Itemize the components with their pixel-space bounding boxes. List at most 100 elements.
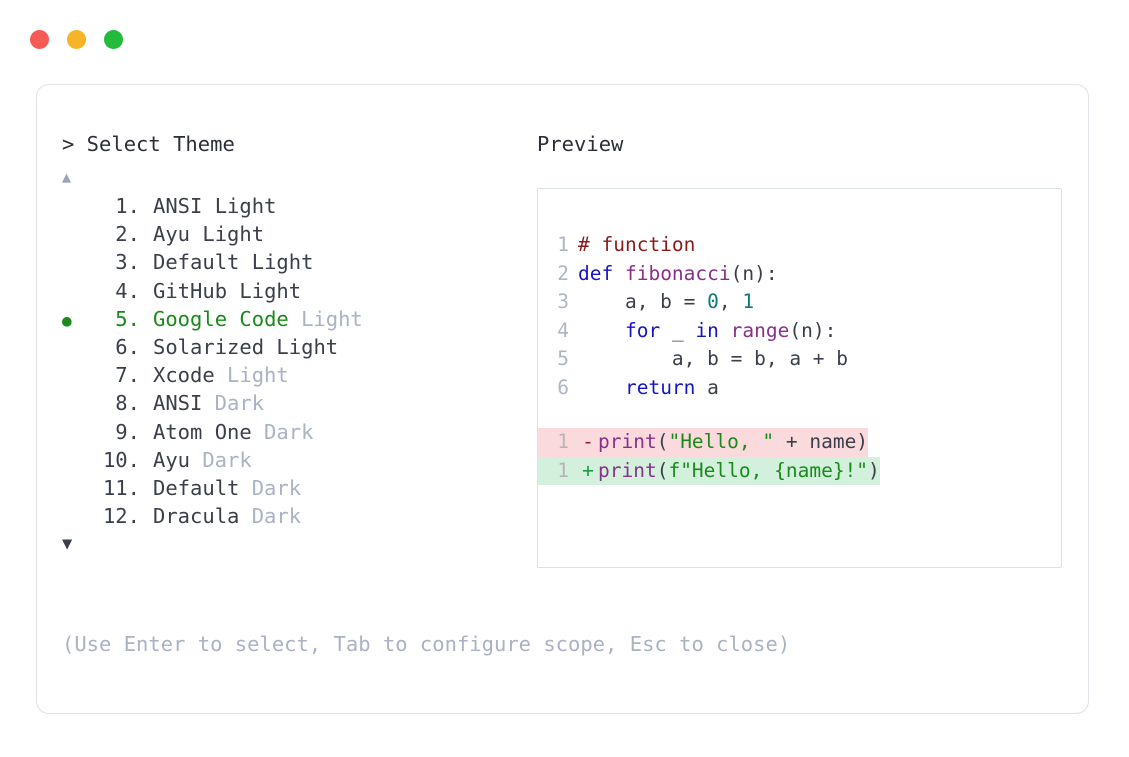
code-line: 1 # function [538,231,1061,260]
theme-list-item[interactable]: 11. Default Dark [62,474,532,502]
code-token [719,319,731,342]
theme-variant-badge: Light [301,306,363,331]
code-token: return [624,375,696,399]
diff-minus-marker: - [582,430,594,453]
code-token: a [695,375,719,399]
theme-list-item[interactable]: 3.Default Light [62,248,532,276]
scroll-up-icon[interactable]: ▲ [62,168,72,186]
line-number: 1 [557,233,569,256]
theme-variant-badge: Light [227,363,289,388]
code-line-text: # function [578,231,695,260]
code-line-text: a, b = b, a + b [578,345,848,374]
theme-name: Solarized Light [153,334,339,359]
diff-line-text: print(f"Hello, {name}!") [598,457,880,486]
theme-index: 11. [102,475,140,500]
code-token: + name) [774,430,869,453]
theme-name: Dracula [153,504,240,529]
line-number: 6 [557,375,569,399]
line-number: 3 [557,290,569,313]
diff-block: 1-print("Hello, " + name)1+print(f"Hello… [538,428,1061,485]
theme-index: 12. [102,504,140,529]
code-token: 0 [707,290,719,313]
theme-variant-badge: Dark [202,447,252,472]
theme-list-item[interactable]: 2. Ayu Light [62,220,532,248]
theme-index: 3. [102,250,140,275]
theme-name: Xcode [153,363,215,388]
diff-added-line: 1 +print(f"Hello, {name}!") [538,456,880,486]
code-token: "Hello, " [668,430,775,453]
selected-bullet-icon: ● [62,310,72,330]
theme-variant-badge: Dark [251,475,302,500]
theme-variant-badge: Dark [214,391,265,416]
diff-removed-line: 1-print("Hello, " + name) [538,428,869,457]
code-token: ) [868,458,880,482]
line-number: 1 [557,458,569,482]
code-token: a, b = b, a + b [578,347,849,370]
code-token: for [624,318,661,342]
code-token: print [598,430,657,453]
theme-name: Ayu Light [153,222,265,247]
theme-index: 4. [102,278,140,303]
code-token: ( [656,430,669,453]
code-line: 4 for _ in range(n): [538,317,1061,346]
code-token: range [730,318,790,342]
theme-name: GitHub Light [153,278,302,303]
theme-name: Atom One [153,419,252,444]
line-number: 2 [557,261,569,285]
theme-list-item[interactable]: 6.Solarized Light [62,333,532,361]
code-line-text: a, b = 0, 1 [578,288,754,317]
theme-list[interactable]: 1.ANSI Light 2.Ayu Light 3.Default Light… [62,192,532,530]
theme-list-item[interactable]: 4. GitHub Light [62,277,532,305]
code-spacer [538,402,1061,428]
diff-plus-marker: + [582,458,594,482]
code-token: , [718,290,743,313]
theme-list-item[interactable]: 1. ANSI Light [62,192,532,220]
code-token: _ [660,318,696,342]
theme-index: 7. [102,363,140,388]
code-line: 2 def fibonacci(n): [538,260,1061,289]
code-token: fibonacci [624,261,731,285]
theme-index: 9. [102,419,140,444]
theme-selector-card: > Select Theme ▲ 1. ANSI Light 2. Ayu Ligh… [36,84,1089,714]
line-number: 5 [557,347,569,370]
code-line: 3 a, b = 0, 1 [538,288,1061,317]
close-window-button[interactable] [30,30,49,49]
code-token: ( [656,458,669,482]
theme-index: 5. [102,306,140,331]
scroll-down-icon[interactable]: ▼ [62,534,73,555]
code-token [578,376,625,399]
code-line-text: for _ in range(n): [578,317,836,346]
window-traffic-lights [30,30,123,49]
minimize-window-button[interactable] [67,30,86,49]
code-line-text: return a [578,374,719,403]
theme-index: 8. [102,391,140,416]
theme-index: 1. [102,194,140,218]
theme-name: Ayu [153,447,191,472]
line-number: 1 [557,430,569,453]
select-theme-prompt: > Select Theme [62,132,235,156]
code-token: in [695,318,719,342]
code-token: 1 [742,290,755,313]
theme-list-pane: > Select Theme ▲ 1. ANSI Light 2. Ayu Ligh… [62,130,532,556]
theme-name: Default [153,475,240,500]
code-line: 5 a, b = b, a + b [538,345,1061,374]
theme-list-item[interactable]: 8. ANSI Dark [62,389,532,417]
code-line-text: def fibonacci(n): [578,260,778,289]
code-token: (n): [789,318,837,342]
theme-list-item[interactable]: 7. Xcode Light [62,361,532,389]
theme-index: 2. [102,222,140,247]
code-line: 6 return a [538,374,1061,403]
theme-name: ANSI Light [153,194,277,218]
code-token: a, b = [578,290,708,313]
code-token: # function [578,233,696,256]
theme-name: ANSI [153,391,203,416]
maximize-window-button[interactable] [104,30,123,49]
code-token: (n): [730,261,778,285]
